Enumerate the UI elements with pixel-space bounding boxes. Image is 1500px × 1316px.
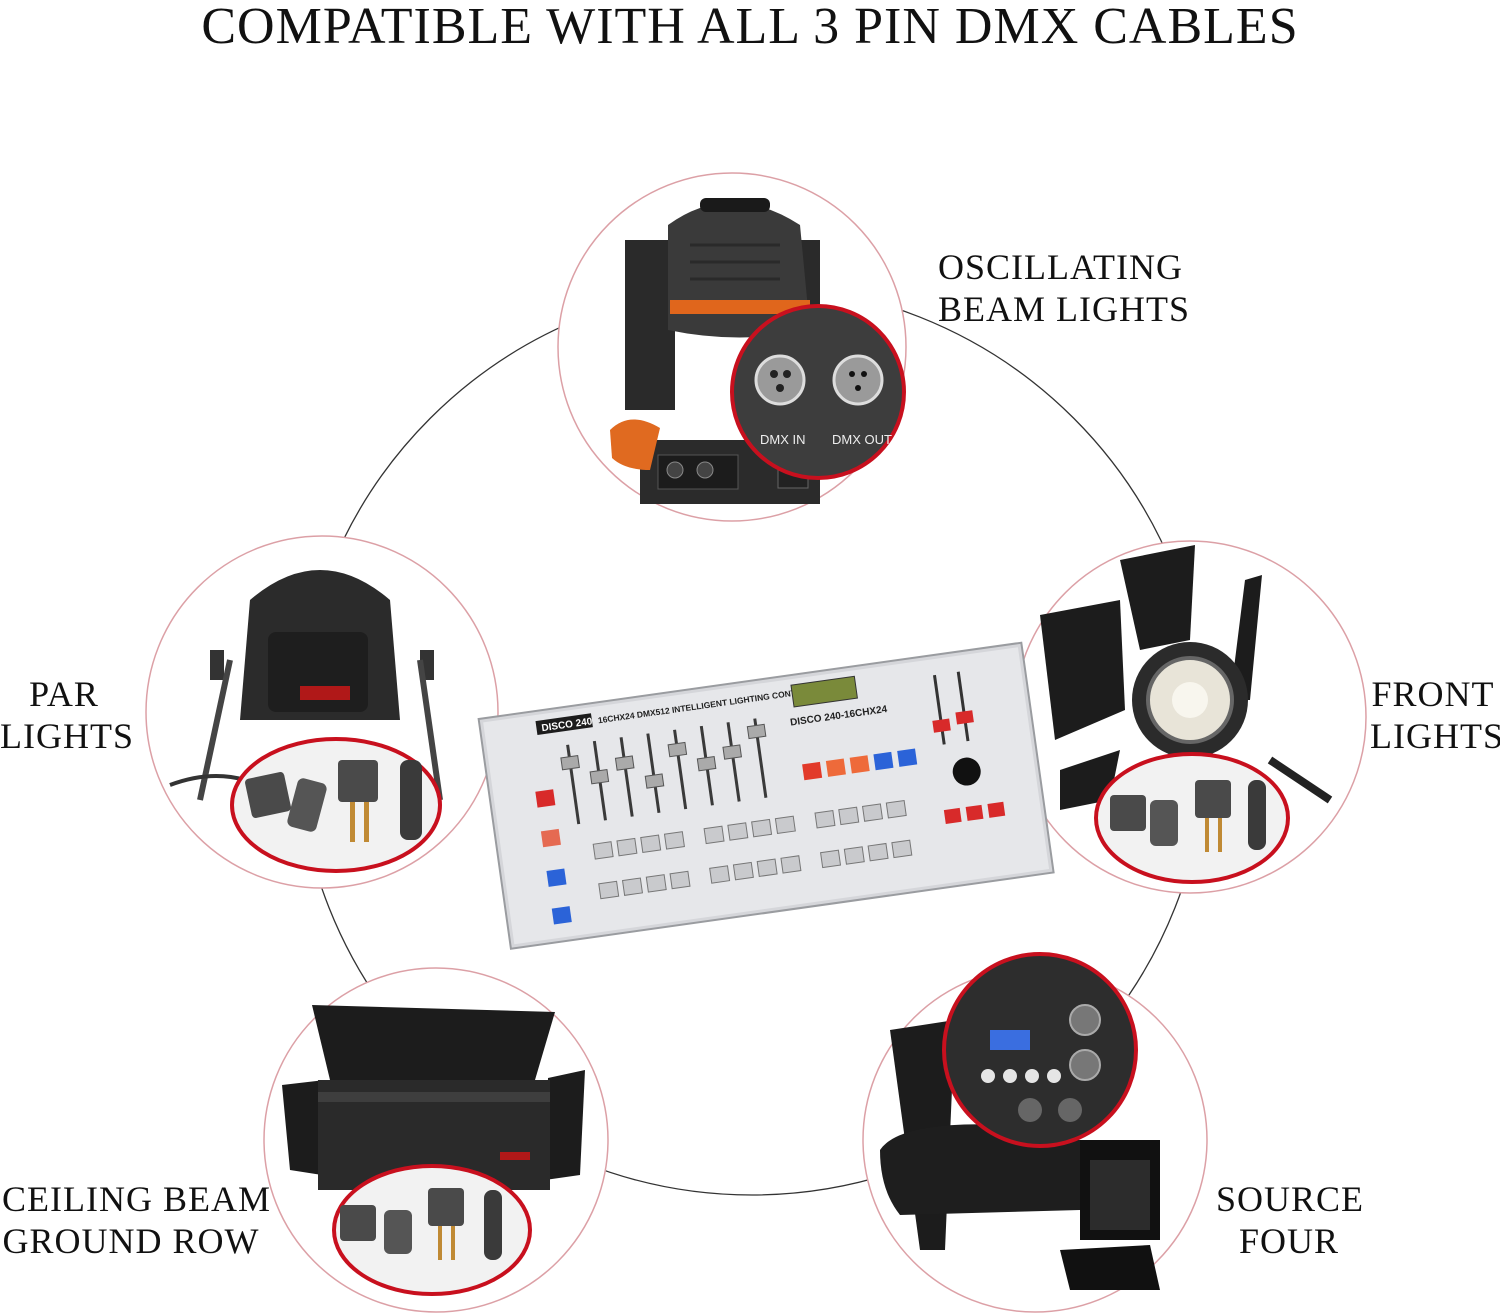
par-light-photo [145,535,499,889]
label-line: LIGHTS [1370,716,1500,756]
page-title: COMPATIBLE WITH ALL 3 PIN DMX CABLES [201,0,1299,55]
ceiling-beam-photo [263,967,609,1313]
label-ceiling-beam-ground-row: CEILING BEAM GROUND ROW [2,1178,271,1262]
label-line: FRONT [1371,674,1495,714]
connector-inset [1094,752,1290,884]
label-line: OSCILLATING [938,247,1183,287]
label-line: LIGHTS [0,716,134,756]
label-line: PAR [29,674,99,714]
label-source-four: SOURCE FOUR [1216,1178,1365,1262]
label-line: CEILING BEAM [2,1179,271,1219]
label-line: SOURCE [1216,1179,1365,1219]
connector-inset [332,1164,532,1296]
label-front-lights: FRONT LIGHTS [1370,673,1500,757]
control-panel-inset [942,952,1138,1148]
label-line: FOUR [1238,1221,1340,1261]
source-four-photo [862,952,1208,1313]
dmx-out-label: DMX OUT [832,432,892,447]
label-oscillating-beam-lights: OSCILLATING BEAM LIGHTS [938,246,1190,330]
label-line: BEAM LIGHTS [938,289,1190,329]
dmx-in-label: DMX IN [760,432,806,447]
label-par-lights: PAR LIGHTS [0,673,134,757]
connector-inset [230,737,442,873]
label-line: GROUND ROW [2,1221,260,1261]
dmx-controller-photo: DISCO 240 16CHX24 DMX512 INTELLIGENT LIG… [477,641,1055,950]
oscillating-beam-light-photo: DMX IN DMX OUT [557,172,907,522]
dmx-port-inset [730,304,906,480]
front-light-photo [1013,540,1367,894]
